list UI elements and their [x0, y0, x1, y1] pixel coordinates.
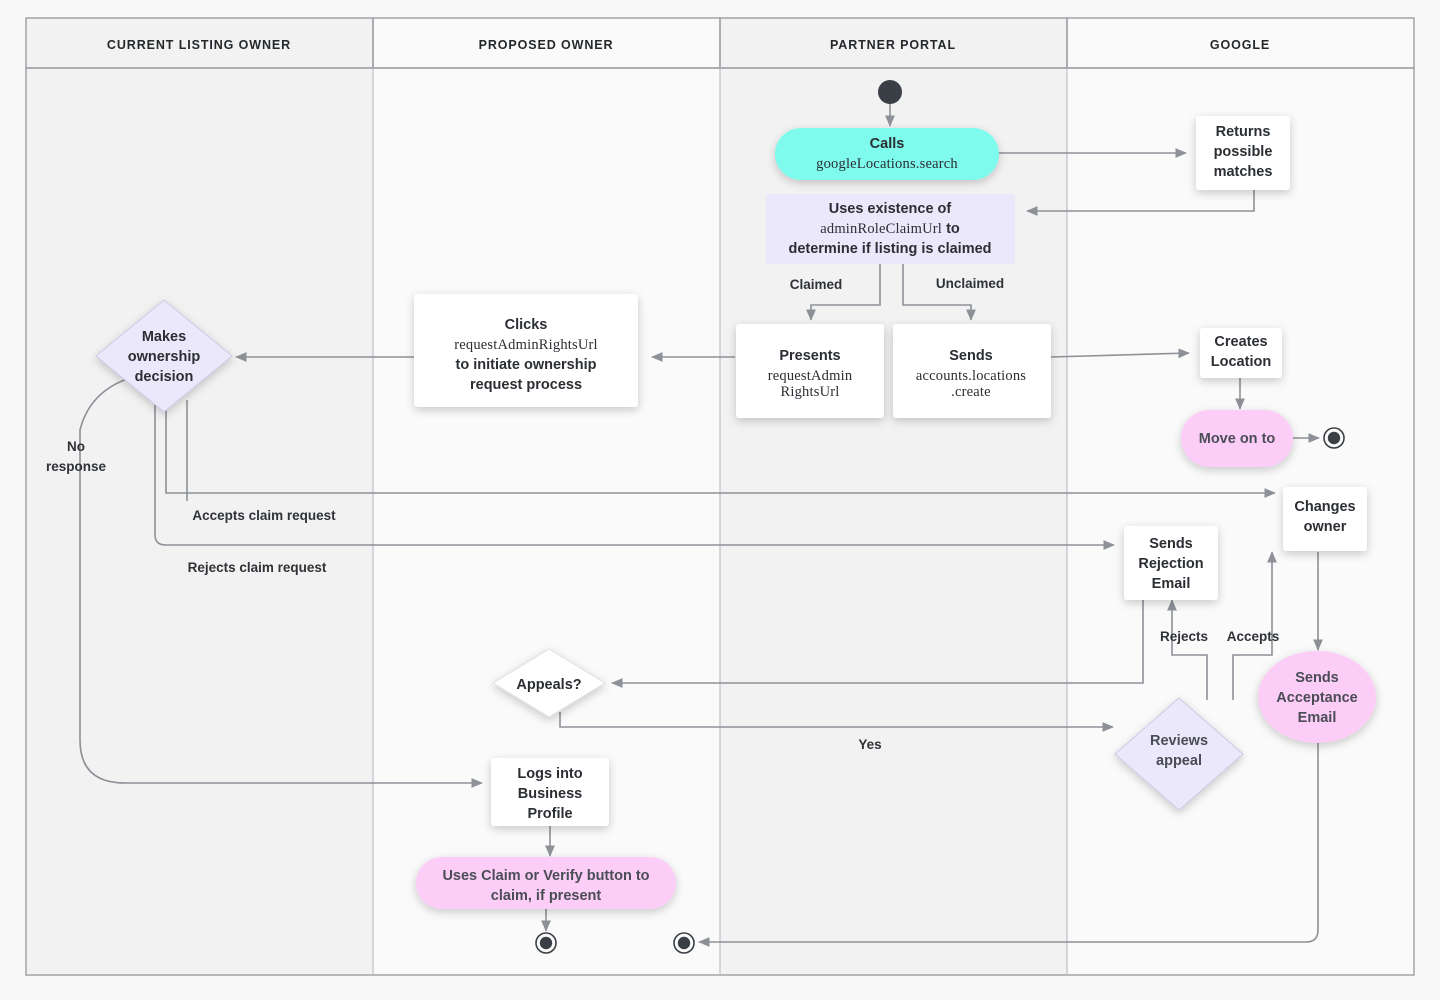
- node-uses-line2-tail: to: [942, 221, 960, 237]
- node-claimbtn-line1: Uses Claim or Verify button to: [442, 868, 649, 884]
- edge-label-unclaimed: Unclaimed: [936, 276, 1004, 291]
- edge-label-claimed: Claimed: [790, 277, 843, 292]
- edge-reviews-rejects-to-rejection: [1167, 599, 1208, 700]
- node-uses-claim-or-verify-button[interactable]: [416, 857, 676, 909]
- edge-uses-to-presents: [806, 264, 881, 321]
- node-clicks-line4: request process: [470, 377, 582, 393]
- edge-label-accepts-claim-request: Accepts claim request: [192, 508, 336, 523]
- node-appeals-label: Appeals?: [516, 677, 581, 693]
- edge-reviews-accepts-to-changes: [1232, 551, 1277, 700]
- node-returns-line3: matches: [1214, 164, 1273, 180]
- edge-label-accepts: Accepts: [1227, 629, 1280, 644]
- node-acceptance-line1: Sends: [1295, 670, 1339, 686]
- lane-title-proposed-owner: PROPOSED OWNER: [479, 38, 614, 52]
- node-end-dot-proposed-owner: [535, 932, 557, 954]
- lane-dividers: [25, 67, 1415, 976]
- edge-label-no-response-line2: response: [46, 459, 107, 474]
- lane-title-current-listing-owner: CURRENT LISTING OWNER: [107, 38, 291, 52]
- node-creates-line1: Creates: [1214, 334, 1267, 350]
- node-returns-line2: possible: [1214, 144, 1273, 160]
- node-moveon-label: Move on to: [1199, 431, 1276, 447]
- node-reviews-line1: Reviews: [1150, 733, 1208, 749]
- node-calls-googlelocations-search[interactable]: [775, 128, 999, 180]
- node-sendscreate-line3: .create: [951, 384, 991, 400]
- lane-title-partner-portal: PARTNER PORTAL: [830, 38, 956, 52]
- connectors: [79, 103, 1323, 947]
- node-appeals-decision[interactable]: [492, 648, 606, 718]
- node-presents-requestadminrightsurl[interactable]: [736, 324, 884, 418]
- node-sendscreate-line2: accounts.locations: [916, 368, 1026, 384]
- node-logs-line3: Profile: [527, 806, 572, 822]
- node-clicks-requestadminrightsurl[interactable]: [414, 294, 638, 407]
- node-claimbtn-line2: claim, if present: [491, 888, 602, 904]
- edge-appeals-yes-to-reviews: [559, 712, 1114, 732]
- edge-label-yes: Yes: [858, 737, 881, 752]
- node-acceptance-line2: Acceptance: [1276, 690, 1357, 706]
- node-reviews-line2: appeal: [1156, 753, 1202, 769]
- node-presents-line3: RightsUrl: [781, 384, 840, 400]
- node-decision-line2: ownership: [128, 349, 201, 365]
- edge-rejection-to-appeals: [611, 600, 1144, 688]
- node-calls-line2: googleLocations.search: [816, 156, 958, 172]
- edge-returns-to-uses: [1026, 190, 1255, 216]
- node-calls-line1: Calls: [870, 136, 905, 152]
- edge-decision-accepts-to-changes: [165, 400, 1276, 498]
- node-makes-ownership-decision[interactable]: [95, 299, 233, 413]
- edge-decision-noresponse-to-logs: [79, 376, 483, 788]
- node-sends-rejection-email[interactable]: [1124, 526, 1218, 600]
- edge-uses-to-sends-create: [902, 264, 976, 321]
- edge-decision-rejects-to-rejection: [154, 400, 1115, 550]
- node-logs-line2: Business: [518, 786, 582, 802]
- lane-bg-proposed-owner: [373, 18, 720, 975]
- edge-acceptance-to-end3: [698, 735, 1319, 947]
- node-clicks-line1: Clicks: [505, 317, 548, 333]
- node-sends-acceptance-email[interactable]: [1258, 651, 1376, 743]
- node-uses-existence-adminroleclaimurl[interactable]: [766, 194, 1015, 264]
- node-clicks-line2: requestAdminRightsUrl: [454, 337, 598, 353]
- node-decision-line3: decision: [135, 369, 194, 385]
- node-uses-line3: determine if listing is claimed: [788, 241, 991, 257]
- node-returns-possible-matches[interactable]: [1196, 116, 1290, 190]
- node-presents-line2: requestAdmin: [768, 368, 853, 384]
- node-end-dot-partner-portal: [673, 932, 695, 954]
- node-sends-accounts-locations-create[interactable]: [893, 324, 1051, 418]
- node-rejection-line3: Email: [1152, 576, 1191, 592]
- node-creates-location[interactable]: [1200, 328, 1282, 378]
- node-uses-line2-code: adminRoleClaimUrl: [820, 221, 942, 237]
- node-creates-line2: Location: [1211, 354, 1271, 370]
- node-start-dot: [878, 80, 902, 104]
- node-changes-line1: Changes: [1294, 499, 1355, 515]
- node-clicks-line3: to initiate ownership: [456, 357, 597, 373]
- edge-label-rejects: Rejects: [1160, 629, 1208, 644]
- edge-sendscreate-to-creates: [1050, 348, 1190, 359]
- lane-bg-current-listing-owner: [26, 18, 373, 975]
- node-uses-line1: Uses existence of: [829, 201, 952, 217]
- node-returns-line1: Returns: [1216, 124, 1271, 140]
- node-sendscreate-line1: Sends: [949, 348, 993, 364]
- edge-label-no-response-line1: No: [67, 439, 85, 454]
- node-presents-line1: Presents: [779, 348, 840, 364]
- node-uses-line2: adminRoleClaimUrl to: [820, 221, 960, 237]
- lane-title-google: GOOGLE: [1210, 38, 1270, 52]
- node-logs-line1: Logs into: [517, 766, 582, 782]
- node-decision-line1: Makes: [142, 329, 186, 345]
- lane-header-row: CURRENT LISTING OWNER PROPOSED OWNER PAR…: [25, 17, 1415, 69]
- node-acceptance-line3: Email: [1298, 710, 1337, 726]
- node-rejection-line2: Rejection: [1138, 556, 1203, 572]
- node-reviews-appeal[interactable]: [1114, 697, 1244, 811]
- node-logs-into-business-profile[interactable]: [491, 758, 609, 826]
- node-rejection-line1: Sends: [1149, 536, 1193, 552]
- node-move-on-to[interactable]: [1181, 410, 1293, 467]
- node-end-dot-google: [1323, 427, 1345, 449]
- node-changes-owner[interactable]: [1283, 487, 1367, 551]
- edge-label-rejects-claim-request: Rejects claim request: [188, 560, 327, 575]
- node-changes-line2: owner: [1304, 519, 1347, 535]
